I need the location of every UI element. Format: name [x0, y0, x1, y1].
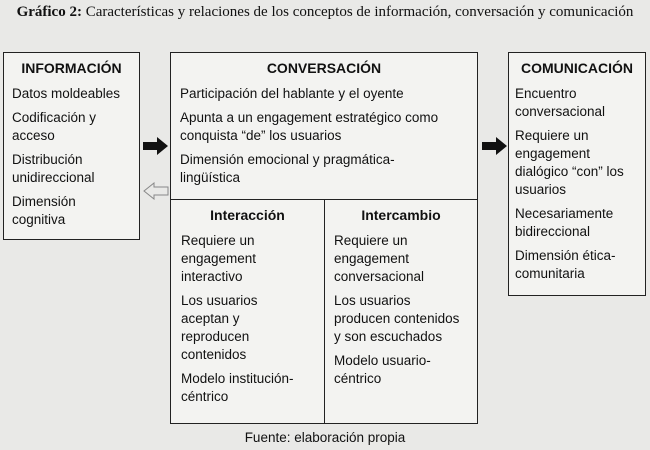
informacion-item: Codificación y acceso: [12, 110, 97, 143]
interaccion-item: Requiere un engagement interactivo: [181, 233, 257, 284]
comunicacion-title: COMUNICACIÓN: [521, 60, 633, 76]
comunicacion-item: Dimensión ética-comunitaria: [515, 248, 616, 281]
comunicacion-item: Requiere un engagement dialógico “con” l…: [515, 128, 624, 197]
informacion-title: INFORMACIÓN: [21, 60, 122, 76]
intercambio-item: Requiere un engagement conversacional: [334, 233, 425, 284]
intercambio-item: Modelo usuario-céntrico: [334, 353, 431, 386]
conversacion-item: Participación del hablante y el oyente: [180, 86, 404, 101]
intercambio-item: Los usuarios producen contenidos y son e…: [334, 293, 460, 344]
comunicacion-box: COMUNICACIÓN Encuentro conversacional Re…: [508, 52, 646, 296]
conversacion-item: Dimensión emocional y pragmática-lingüís…: [180, 152, 395, 185]
arrow-left-outline-icon: [143, 182, 169, 200]
informacion-item: Datos moldeables: [12, 86, 121, 101]
caption-text: Características y relaciones de los conc…: [81, 4, 634, 20]
conversacion-box: CONVERSACIÓN Participación del hablante …: [170, 52, 478, 424]
conversacion-item: Apunta a un engagement estratégico como …: [180, 110, 439, 143]
interaccion-item: Los usuarios aceptan y reproducen conten…: [181, 293, 258, 362]
interaccion-cell: Interacción Requiere un engagement inter…: [171, 207, 324, 412]
arrow-right-icon: [143, 137, 168, 155]
arrow-right-icon: [482, 137, 507, 155]
informacion-item: Dimensión cognitiva: [12, 194, 76, 227]
informacion-item: Distribución unidireccional: [12, 152, 95, 185]
conversacion-vertical-divider: [324, 199, 325, 424]
comunicacion-item: Encuentro conversacional: [515, 86, 606, 119]
informacion-box: INFORMACIÓN Datos moldeables Codificació…: [3, 52, 140, 240]
source-footer: Fuente: elaboración propia: [244, 430, 406, 445]
interaccion-title: Interacción: [210, 207, 285, 223]
intercambio-title: Intercambio: [361, 207, 441, 223]
caption-label: Gráfico 2:: [16, 4, 82, 20]
figure-caption: Gráfico 2: Características y relaciones …: [0, 2, 650, 23]
intercambio-cell: Intercambio Requiere un engagement conve…: [325, 207, 477, 394]
interaccion-item: Modelo institución-céntrico: [181, 371, 294, 404]
comunicacion-item: Necesariamente bidireccional: [515, 206, 614, 239]
conversacion-title: CONVERSACIÓN: [266, 60, 382, 76]
